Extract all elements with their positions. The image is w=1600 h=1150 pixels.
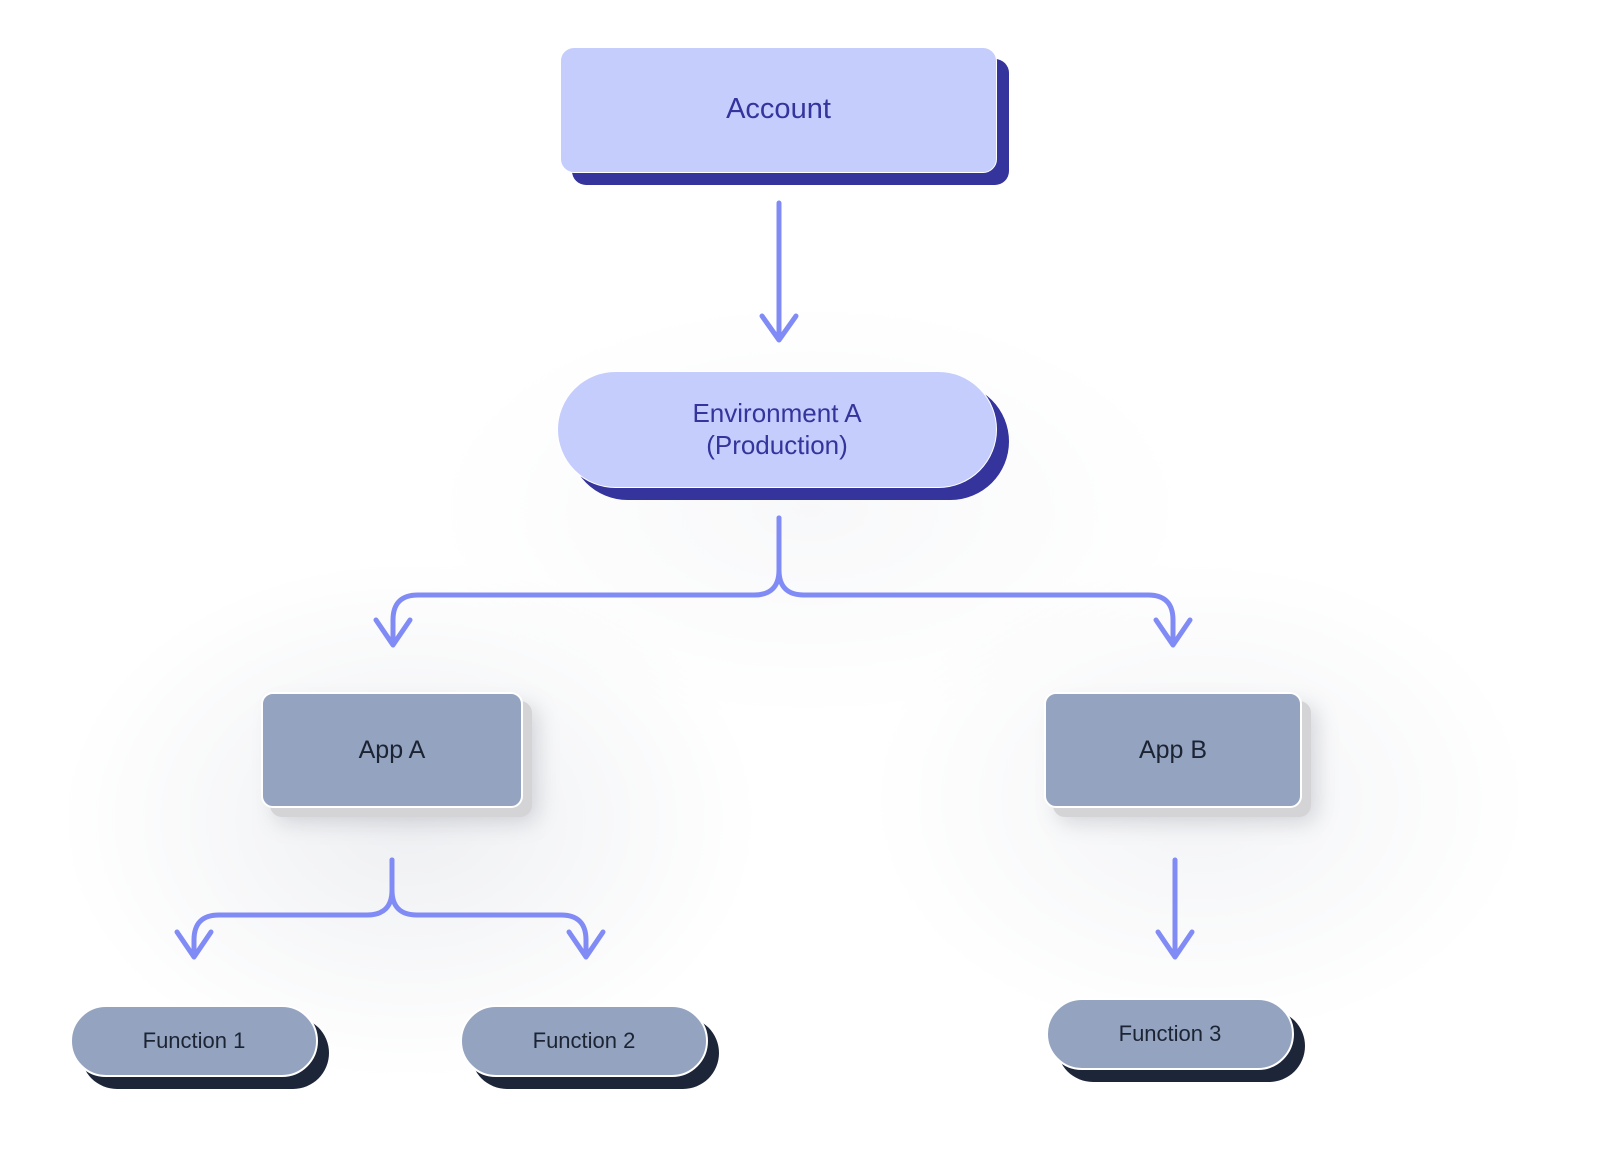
node-app-b-label: App B [1138,735,1208,764]
edge-app-a-functions [174,857,606,960]
node-environment-a[interactable]: Environment A (Production) [557,371,997,488]
edge-environment-apps [373,515,1193,648]
node-account-label: Account [726,93,831,126]
node-app-a-label: App A [358,735,426,764]
node-function-2-label: Function 2 [532,1027,636,1053]
edge-app-b-function-3 [1155,857,1195,960]
node-environment-a-label: Environment A (Production) [692,397,862,460]
node-app-b[interactable]: App B [1044,692,1302,808]
node-account[interactable]: Account [560,47,997,173]
node-function-2[interactable]: Function 2 [460,1005,708,1077]
node-function-1-label: Function 1 [142,1027,246,1053]
node-function-3-label: Function 3 [1118,1020,1222,1046]
node-function-1[interactable]: Function 1 [70,1005,318,1077]
edge-account-environment [759,200,799,343]
node-function-3[interactable]: Function 3 [1046,998,1294,1070]
node-app-a[interactable]: App A [261,692,523,808]
